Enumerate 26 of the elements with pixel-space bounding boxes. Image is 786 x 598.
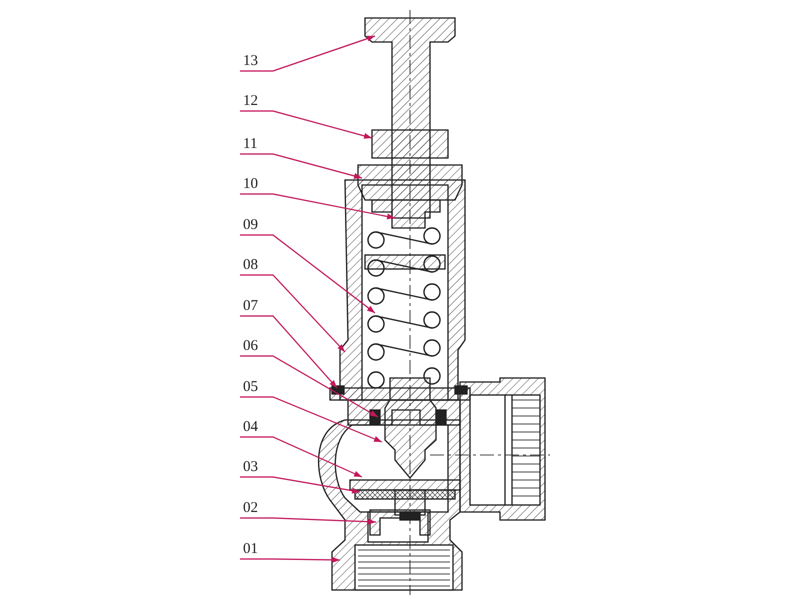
leader-line	[240, 436, 362, 478]
leader-line	[240, 355, 378, 418]
leader-line	[240, 234, 376, 314]
callout-number: 10	[243, 175, 258, 193]
callout-number: 13	[243, 52, 258, 70]
callout-number: 08	[243, 256, 258, 274]
leader-line	[240, 556, 340, 563]
callout-number: 04	[243, 418, 258, 436]
callout-number: 02	[243, 499, 258, 517]
leader-line	[240, 315, 338, 388]
leader-line	[240, 517, 376, 525]
leader-line	[240, 193, 396, 220]
leader-line	[240, 476, 360, 494]
callout-number: 06	[243, 337, 258, 355]
leader-line	[240, 110, 372, 139]
callout-number: 07	[243, 297, 258, 315]
leader-line	[240, 153, 362, 179]
leader-line	[240, 35, 376, 72]
callout-number: 01	[243, 540, 258, 558]
callout-number: 09	[243, 216, 258, 234]
leader-line	[240, 274, 346, 352]
callout-number: 05	[243, 378, 258, 396]
callout-number: 11	[243, 135, 258, 153]
leader-line	[240, 396, 382, 443]
callout-number: 12	[243, 92, 258, 110]
callout-number: 03	[243, 458, 258, 476]
